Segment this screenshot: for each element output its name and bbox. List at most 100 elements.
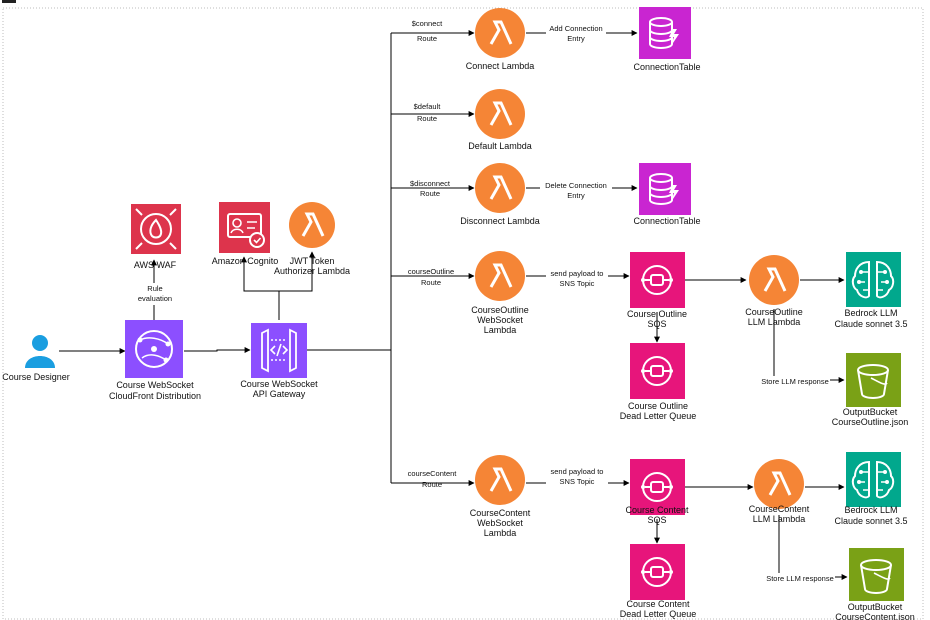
label-content-ws-1: CourseContent [470,508,531,518]
label-content-ws-3: Lambda [484,528,517,538]
edge-label-connect-route-2: Route [417,34,437,43]
cognito-icon [219,202,270,253]
label-outline-llm-1: CourseOutline [745,307,803,317]
label-content-sqs-2: SQS [647,515,666,525]
label-outline-llm-2: LLM Lambda [748,317,801,327]
label-outline-ws-1: CourseOutline [471,305,529,315]
edge-label-store-outline: Store LLM response [761,377,829,386]
edge-apigw-auth [243,252,313,320]
label-designer: Course Designer [2,372,70,382]
user-icon [25,335,55,368]
outline-llm-lambda-icon [749,255,799,305]
edge-label-del-conn-1: Delete Connection [545,181,607,190]
edge-label-disconnect-route-2: Route [420,189,440,198]
edge-label-connect-route-1: $connect [412,19,443,28]
s3-bucket-icon [849,548,904,601]
dynamodb-icon [639,163,691,215]
disconnect-lambda-icon [475,163,525,213]
label-content-dlq-1: Course Content [626,599,690,609]
edge-apigw-bus [307,33,392,483]
label-bedrock-1-b: Claude sonnet 3.5 [834,319,907,329]
label-disconnect-lambda: Disconnect Lambda [460,216,540,226]
label-bucket-1-b: CourseOutline.json [832,417,909,427]
label-cognito: Amazon Cognito [212,256,279,266]
label-outline-ws-3: Lambda [484,325,517,335]
authorizer-lambda-icon [289,202,335,248]
label-outline-dlq-1: Course Outline [628,401,688,411]
label-content-llm-1: CourseContent [749,504,810,514]
edge-label-content-route-2: Route [422,480,442,489]
corner-marker [2,0,16,3]
edge-label-send-outline-1: send payload to [551,269,604,278]
edge-label-rule-eval-1: Rule [147,284,162,293]
edge-label-default-route-1: $default [414,102,442,111]
edge-label-send-content-2: SNS Topic [560,477,595,486]
edge-label-rule-eval-2: evaluation [138,294,172,303]
sqs-icon [630,544,685,600]
label-apigw-2: API Gateway [253,389,306,399]
label-bucket-2-a: OutputBucket [848,602,903,612]
content-ws-lambda-icon [475,455,525,505]
label-bedrock-2-b: Claude sonnet 3.5 [834,516,907,526]
label-outline-ws-2: WebSocket [477,315,523,325]
label-connect-lambda: Connect Lambda [466,61,535,71]
label-outline-dlq-2: Dead Letter Queue [620,411,697,421]
label-bedrock-2-a: Bedrock LLM [844,505,897,515]
label-bucket-1-a: OutputBucket [843,407,898,417]
label-cloudfront-1: Course WebSocket [116,380,194,390]
label-default-lambda: Default Lambda [468,141,532,151]
default-lambda-icon [475,89,525,139]
bedrock-icon [846,252,901,307]
label-outline-sqs-1: Course Outline [627,309,687,319]
label-bedrock-1-a: Bedrock LLM [844,308,897,318]
s3-bucket-icon [846,353,901,407]
edge-label-send-outline-2: SNS Topic [560,279,595,288]
label-apigw-1: Course WebSocket [240,379,318,389]
api-gateway-icon [251,323,307,378]
sqs-icon [630,252,685,308]
edge-label-add-conn-2: Entry [567,34,585,43]
edge-label-store-content: Store LLM response [766,574,834,583]
diagram-frame [2,7,924,620]
label-outline-sqs-2: SQS [647,319,666,329]
edge-label-default-route-2: Route [417,114,437,123]
dynamodb-icon [639,7,691,59]
edge-label-outline-route-2: Route [421,278,441,287]
outline-ws-lambda-icon [475,251,525,301]
connect-lambda-icon [475,8,525,58]
waf-icon [131,204,181,254]
label-content-ws-2: WebSocket [477,518,523,528]
label-content-llm-2: LLM Lambda [753,514,806,524]
label-authorizer-2: Authorizer Lambda [274,266,350,276]
label-conn-table-1: ConnectionTable [633,62,700,72]
sqs-icon [630,343,685,399]
label-content-sqs-1: Course Content [625,505,689,515]
edge-label-send-content-1: send payload to [551,467,604,476]
